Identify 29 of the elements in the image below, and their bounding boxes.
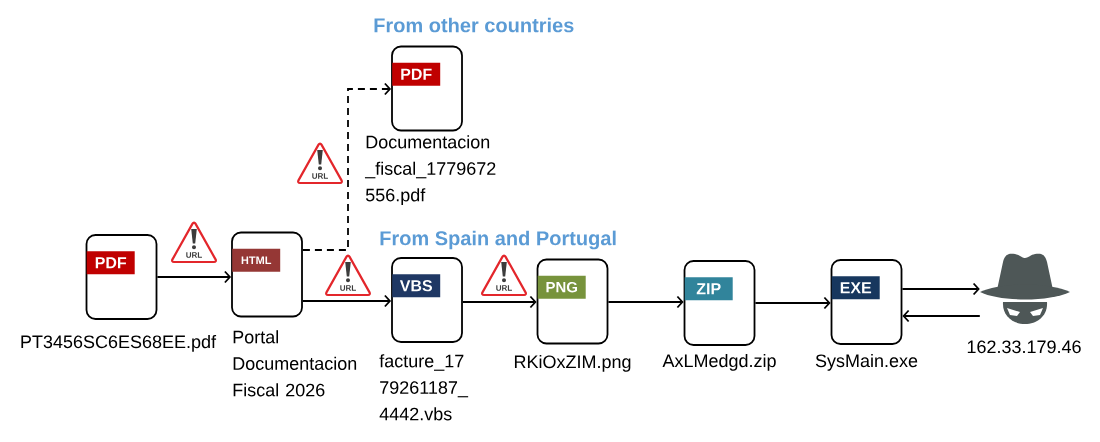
file-box: PNG xyxy=(536,258,609,345)
warning-sign: URL xyxy=(325,254,371,297)
arrow xyxy=(302,294,392,308)
file-box: ZIP xyxy=(683,260,756,346)
ip-address: 162.33.179.46 xyxy=(967,340,1081,354)
arrow xyxy=(902,309,981,323)
file-box: VBS xyxy=(391,257,463,343)
file-name: Documentacion _fiscal_1779672 556.pdf xyxy=(364,135,496,205)
file-name: RKiOxZIM.png xyxy=(514,354,631,372)
hacker-icon xyxy=(980,253,1070,324)
file-name: Portal Documentacion Fiscal 2026 xyxy=(233,330,357,397)
warning-sign: URL xyxy=(481,254,527,297)
arrow xyxy=(156,270,232,284)
file-name: SysMain.exe xyxy=(815,353,918,371)
file-box: PDF xyxy=(85,234,158,320)
dashed-arrow xyxy=(302,82,392,251)
arrow xyxy=(901,282,980,296)
file-box: HTML xyxy=(231,231,303,318)
file-name: facture_17 79261187_ 4442.vbs xyxy=(379,354,469,421)
arrow xyxy=(607,295,684,309)
arrow xyxy=(754,296,831,310)
warning-sign: URL xyxy=(171,221,217,264)
file-box: PDF xyxy=(391,45,463,132)
file-name: PT3456SC6ES68EE.pdf xyxy=(21,334,217,352)
arrow xyxy=(462,295,537,309)
warning-sign: URL xyxy=(297,142,343,185)
file-name: AxLMedgd.zip xyxy=(662,353,776,371)
heading: From Spain and Portugal xyxy=(380,230,616,250)
file-box: EXE xyxy=(830,259,903,345)
